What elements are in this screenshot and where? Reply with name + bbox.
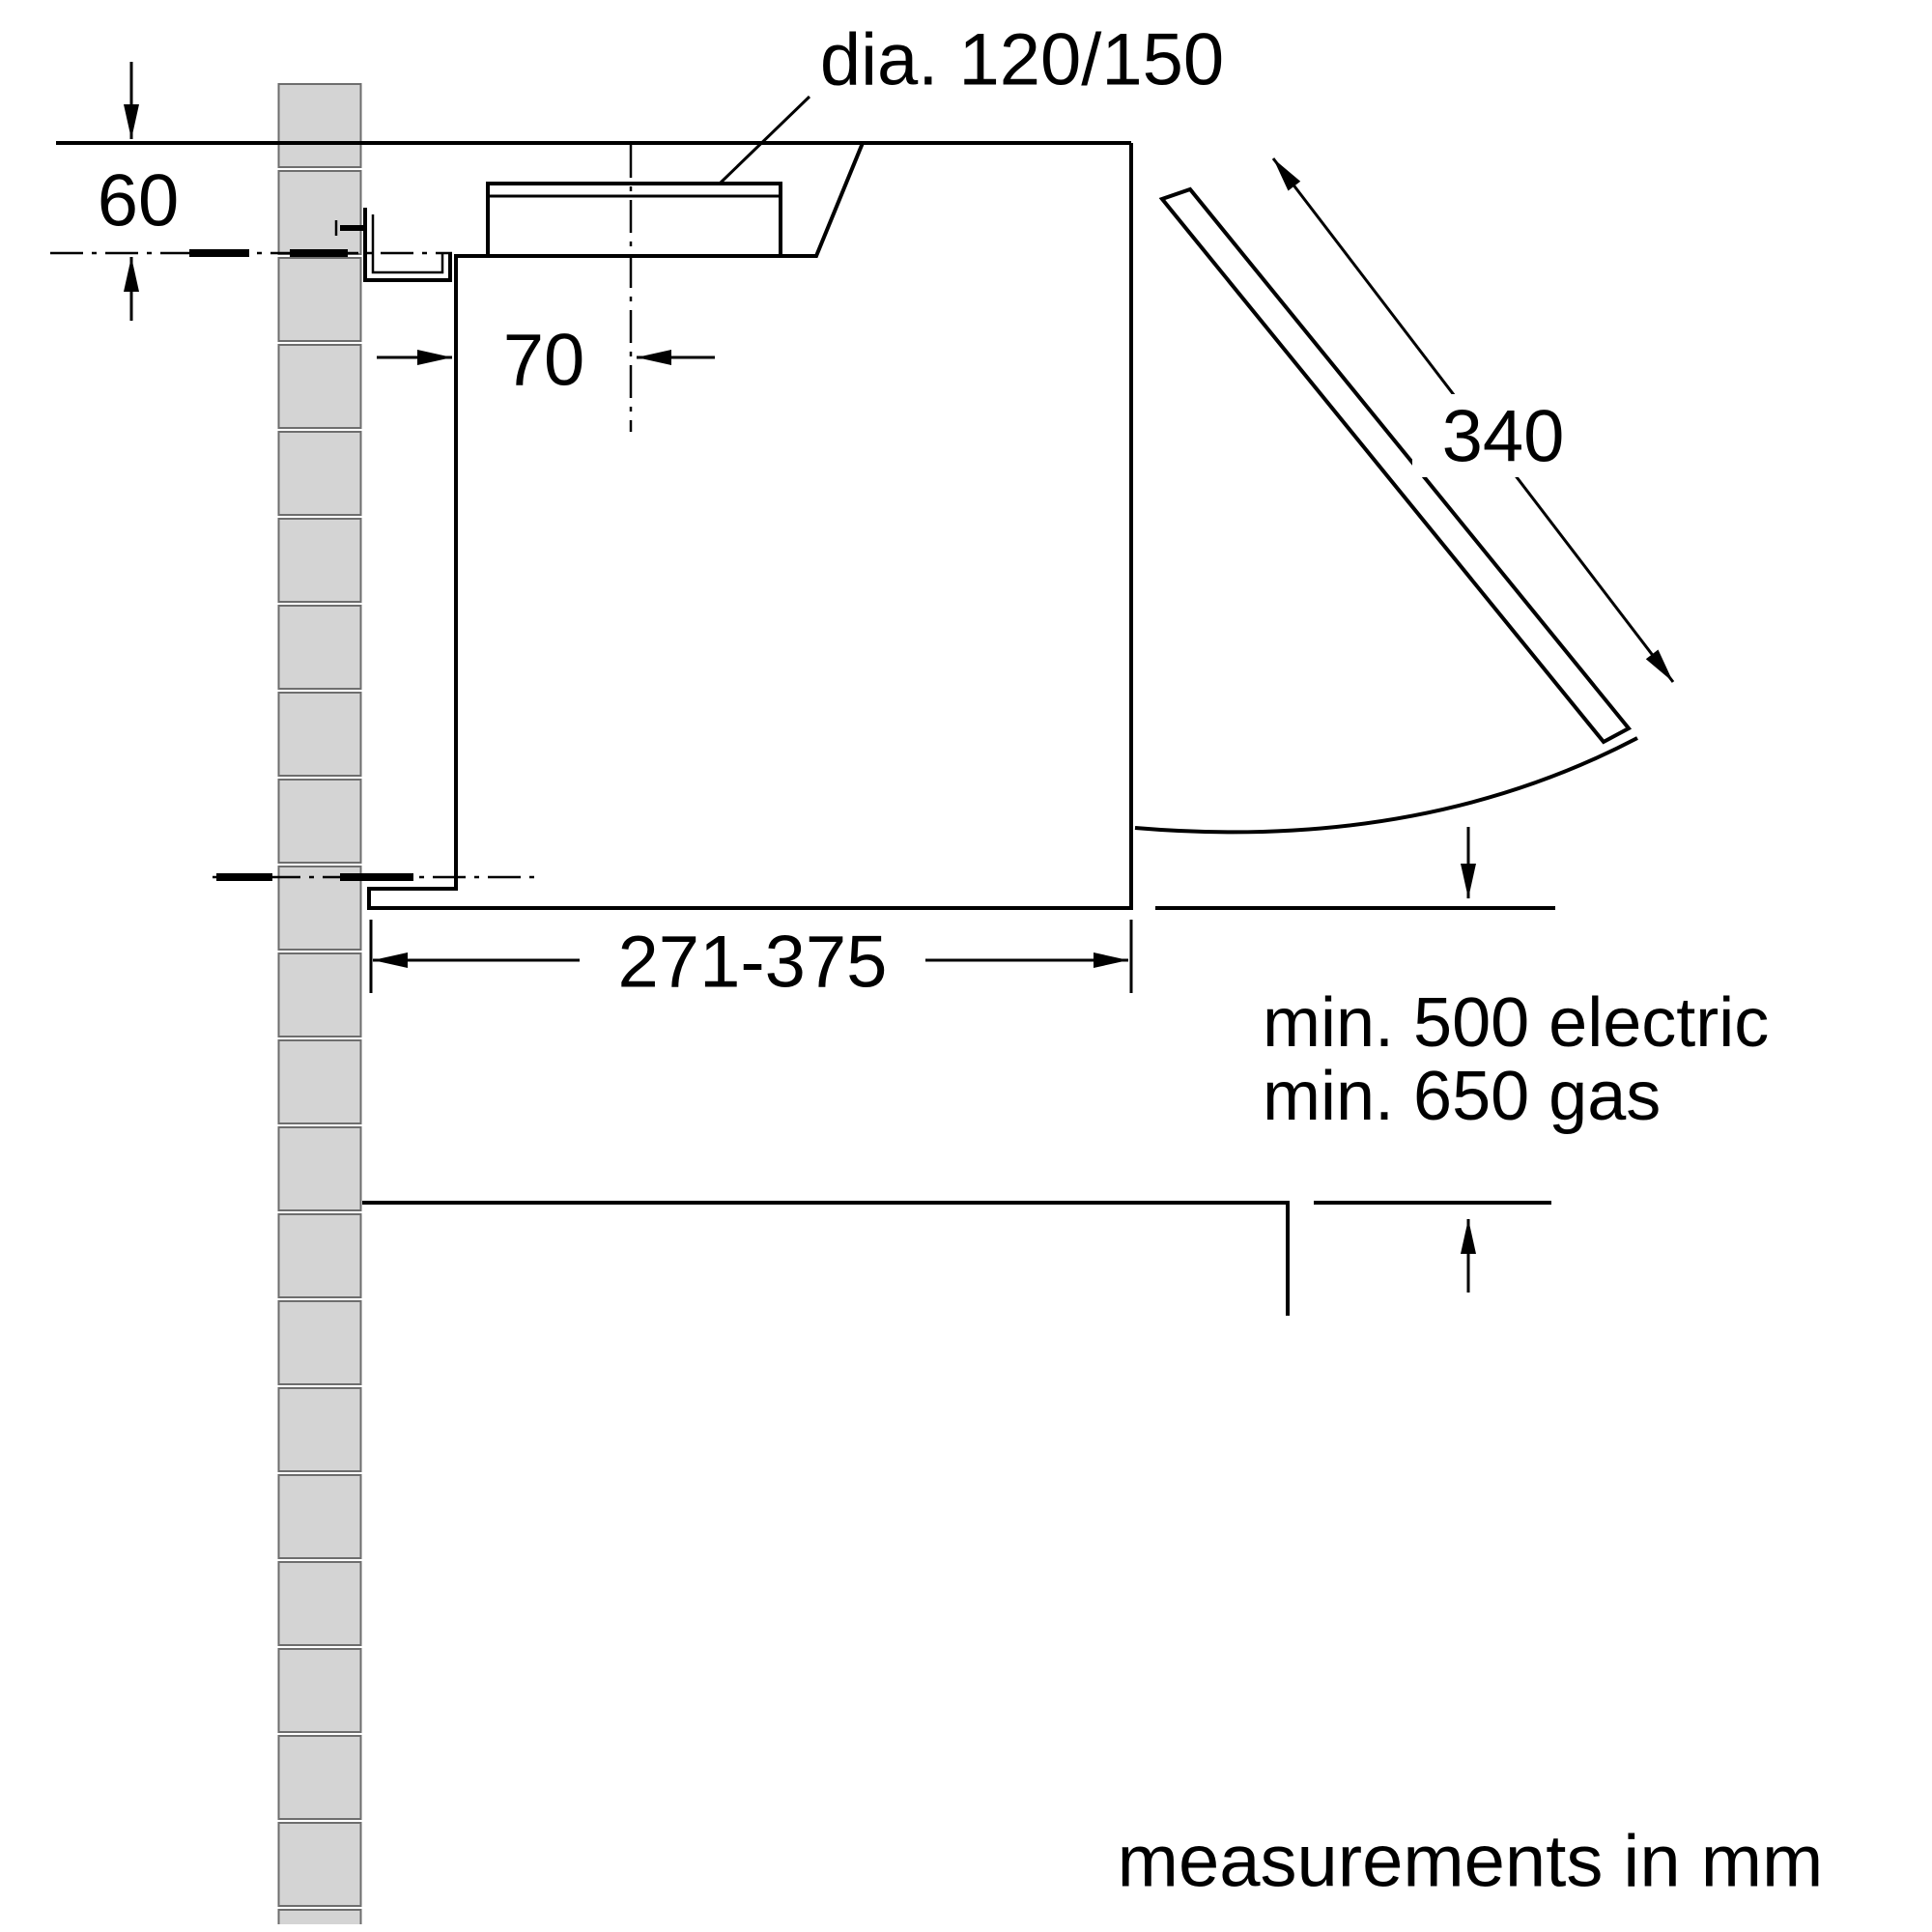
duct-diameter-callout: dia. 120/150 [719, 19, 1224, 185]
dim-340-label: 340 [1442, 396, 1565, 478]
dim-340-label-halo [1412, 394, 1591, 477]
dim-depth-label: 271-375 [618, 922, 888, 1004]
dim-70-label: 70 [503, 320, 585, 402]
dim-top-offset: 60 [98, 62, 180, 321]
dim-duct-center: 70 [377, 320, 715, 402]
dim-60-label: 60 [98, 160, 180, 242]
wall [277, 82, 362, 1924]
wall-tiles [277, 82, 362, 1924]
bracket-profile [363, 208, 452, 282]
duct-diameter-label: dia. 120/150 [820, 19, 1224, 101]
dim-depth: 271-375 [369, 920, 1133, 1004]
hood-body [367, 142, 1133, 910]
bracket-profile-inner [371, 214, 444, 274]
units-note: measurements in mm [1118, 1821, 1824, 1903]
hob-clearance: min. 500 electric min. 650 gas [362, 827, 1769, 1316]
leader-line [719, 95, 811, 185]
clearance-gas-label: min. 650 gas [1263, 1058, 1661, 1135]
center-lines [50, 145, 633, 881]
mounting-bracket [334, 208, 452, 282]
clearance-electric-label: min. 500 electric [1263, 984, 1769, 1062]
dim-visor-extension: 340 [1271, 157, 1675, 683]
visor-swing-arc [1134, 736, 1638, 835]
duct-collar [486, 182, 782, 258]
hob-surface-line [362, 1201, 1290, 1316]
